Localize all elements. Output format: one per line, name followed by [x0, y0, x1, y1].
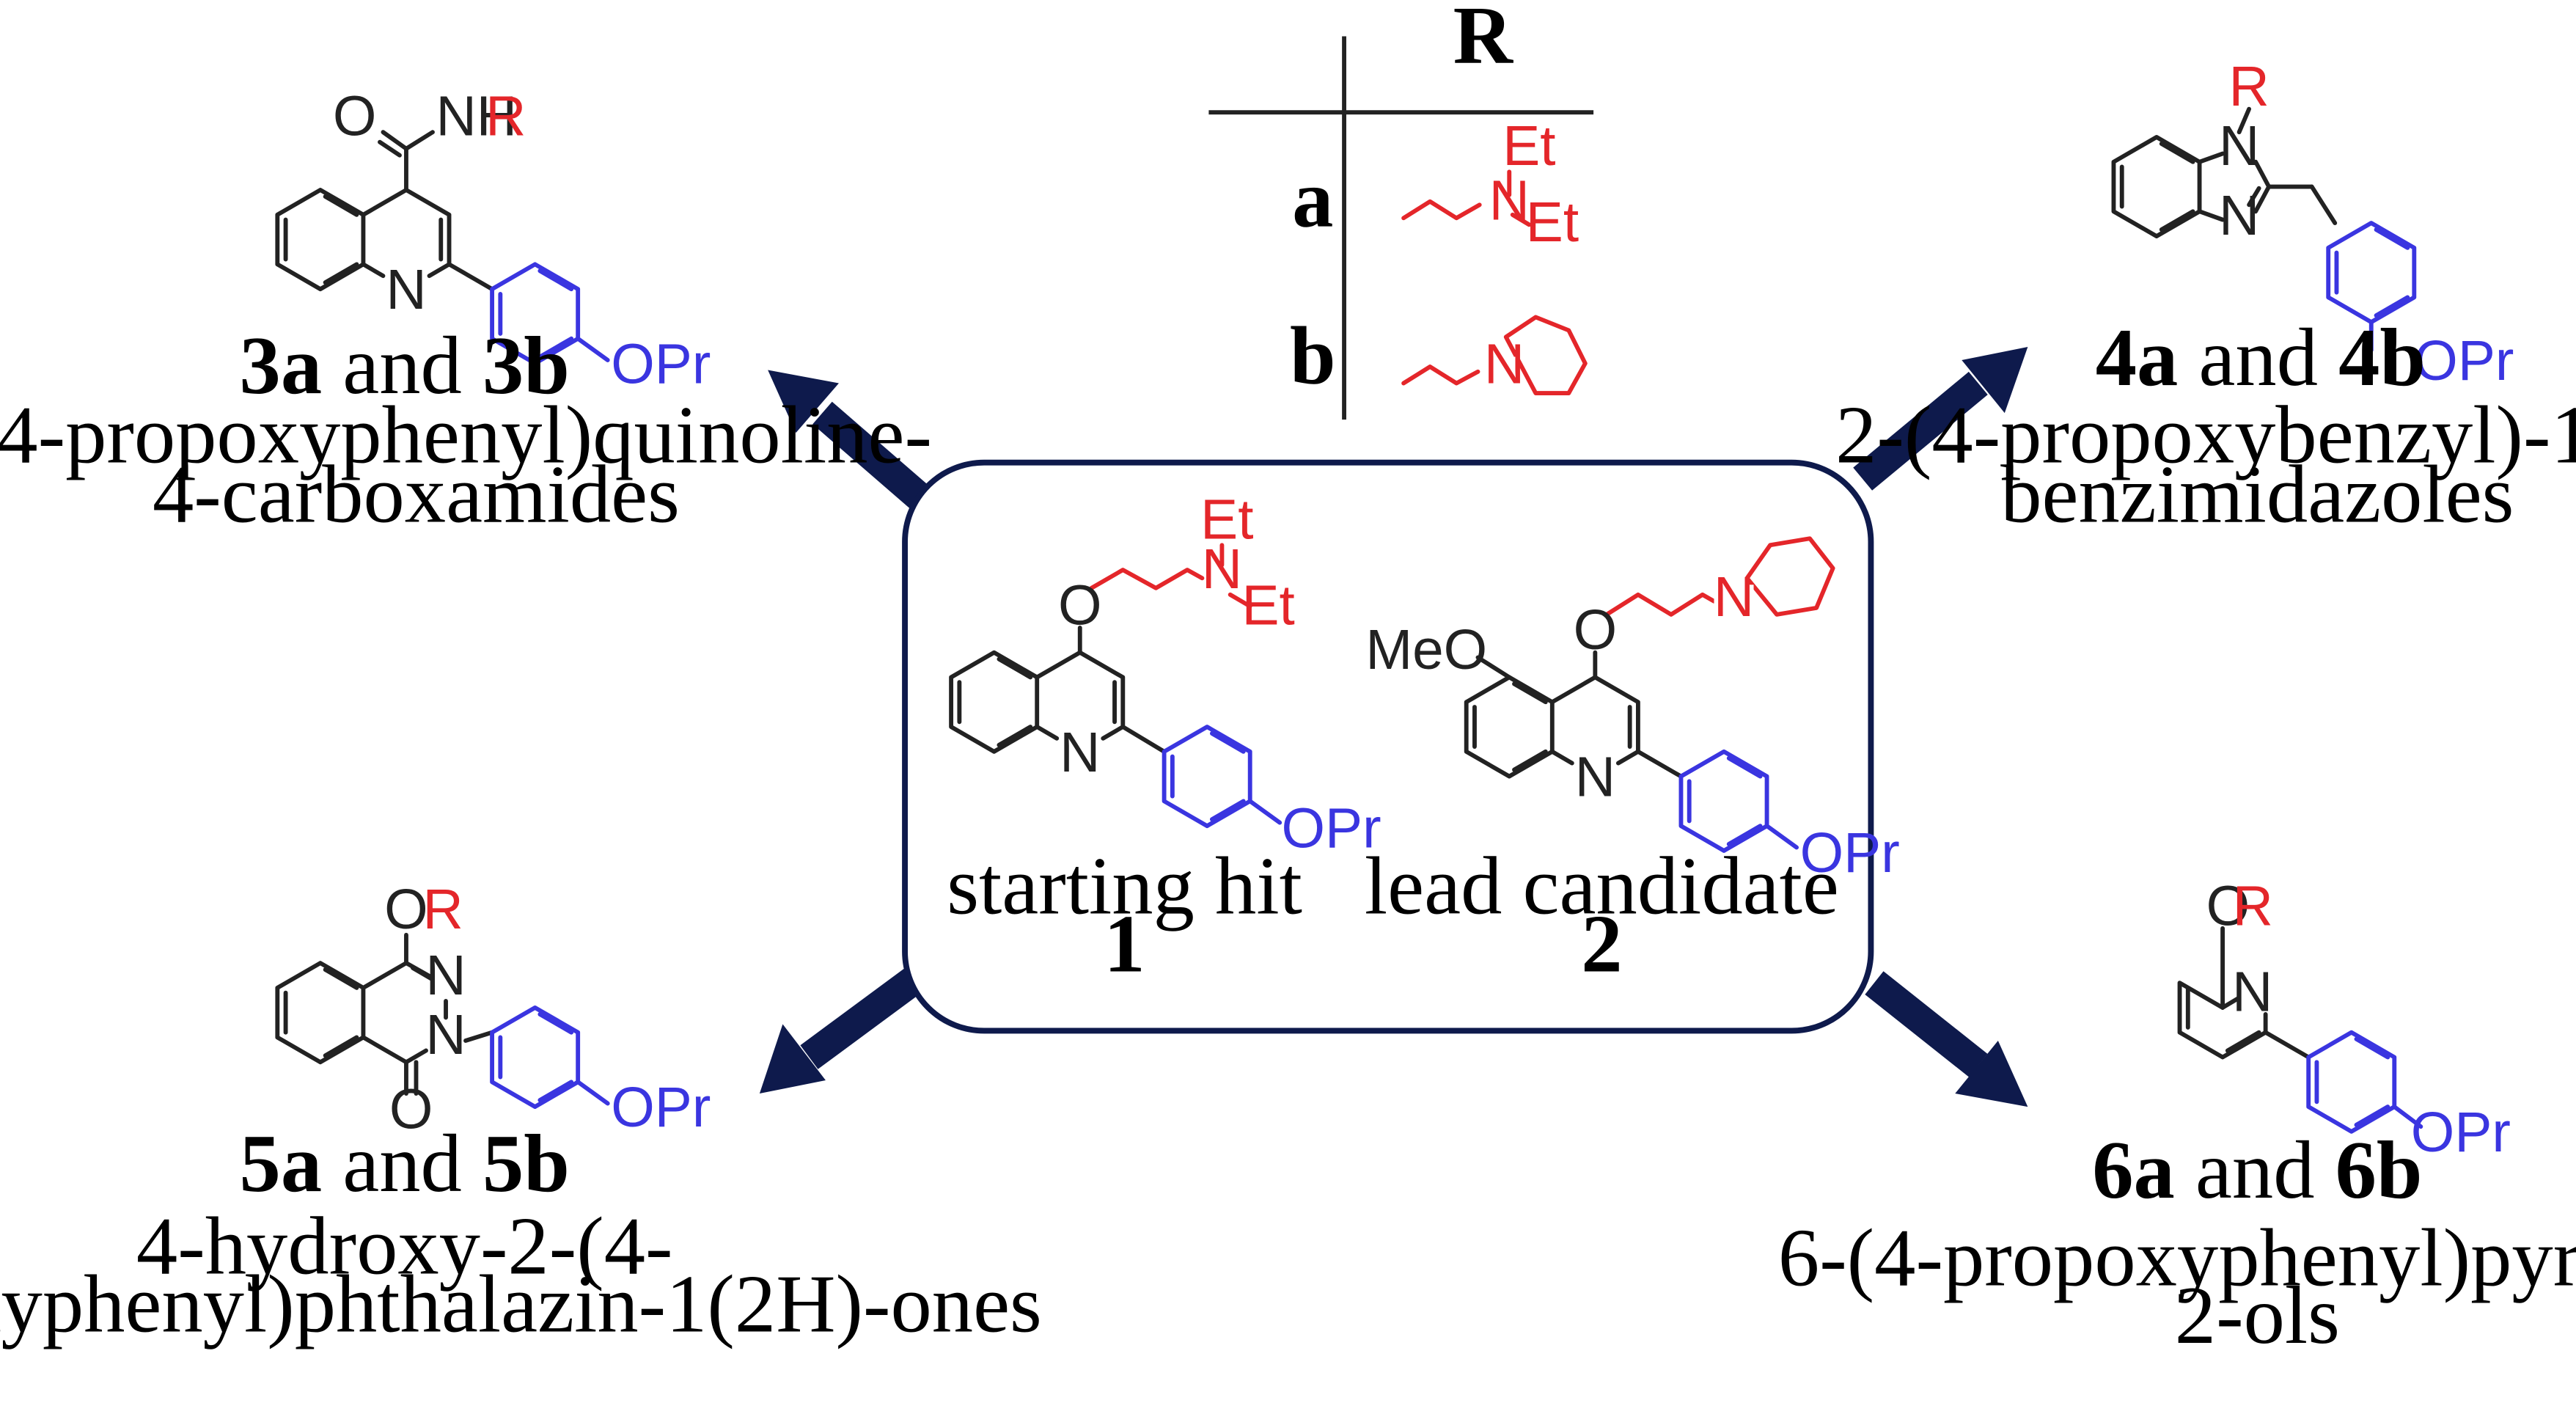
s4-n3: N — [2219, 185, 2259, 247]
r-a-ethyl-linker — [1401, 199, 1482, 221]
lead-ether-oxygen: O — [1574, 599, 1618, 662]
compound-1-starting-hit: O N N Et Et OPr starting hit 1 — [947, 488, 1381, 989]
s3-ring-nitrogen: N — [386, 259, 426, 321]
s3-description-line-2: 4-carboxamides — [153, 450, 680, 541]
compound-5-phthalazinone: O R N N O OPr 5a and 5b 4-hydroxy-2-(4- … — [0, 879, 1042, 1350]
s3-propoxy: OPr — [611, 334, 711, 396]
s3-pyridine-ring — [361, 188, 452, 279]
r-a-nitrogen: N — [1489, 170, 1530, 232]
hit-ring-nitrogen: N — [1060, 722, 1100, 784]
r-b-nitrogen: N — [1484, 334, 1524, 396]
r-row-a: a N Et Et — [1292, 115, 1579, 254]
r-a-ethyl-top: Et — [1502, 115, 1555, 177]
s6-ether-oxygen: O — [2206, 875, 2250, 937]
lead-ring-nitrogen: N — [1575, 747, 1615, 809]
s6-description-line-1: 6-(4-propoxyphenyl)pyridin- — [1778, 1212, 2576, 1303]
hit-amine-nitrogen: N — [1202, 538, 1242, 601]
compound-6-pyridinol: O R N OPr 6a and 6b 6-(4-propoxyphenyl)p… — [1778, 875, 2576, 1361]
hit-ethyl-1: Et — [1200, 488, 1253, 551]
s5-r-group: R — [422, 879, 463, 941]
s3-description-line-1: 2-(4-propoxyphenyl)quinoline- — [0, 390, 932, 481]
s6-propoxy: OPr — [2411, 1102, 2511, 1164]
lead-aminoethyl-chain — [1604, 592, 1717, 617]
arrow-to-4 — [1853, 346, 2028, 491]
s5-description-line-1: 4-hydroxy-2-(4- — [136, 1201, 673, 1292]
s3-benzo-ring — [275, 188, 366, 292]
s4-n1: N — [2219, 115, 2259, 177]
lead-methoxy: MeO — [1365, 619, 1487, 681]
s4-description-line-2: benzimidazoles — [2000, 450, 2514, 541]
lead-number: 2 — [1581, 898, 1622, 989]
s6-propoxyphenyl-ring — [2306, 1030, 2397, 1134]
arrow-to-6 — [1865, 971, 2028, 1107]
lead-propoxy: OPr — [1800, 822, 1900, 884]
r-a-bond-down — [1510, 212, 1532, 227]
s4-benzo-ring — [2111, 135, 2202, 239]
arrow-to-3 — [768, 370, 931, 510]
s4-label: 4a and 4b — [2096, 312, 2426, 403]
hit-propoxy: OPr — [1281, 797, 1381, 860]
s4-r-group: R — [2228, 56, 2269, 118]
center-panel — [902, 459, 1874, 1034]
s3-carbonyl-oxygen: O — [333, 86, 377, 148]
r-b-n-mask — [1486, 356, 1519, 390]
arrow-to-5 — [759, 966, 925, 1094]
s5-propoxy: OPr — [611, 1077, 711, 1139]
hit-number: 1 — [1104, 898, 1145, 989]
r-group-table: R a N Et Et b N — [1208, 0, 1594, 420]
r-b-ethyl-linker — [1401, 365, 1480, 386]
s6-description-line-2: 2-ols — [2175, 1270, 2340, 1361]
s3-amide-nh: NH — [436, 86, 518, 148]
s6-pyridine-ring — [2177, 981, 2268, 1060]
r-row-b: b N — [1290, 311, 1588, 402]
lead-name: lead candidate — [1365, 841, 1839, 932]
lead-pyridine-ring — [1549, 675, 1640, 766]
s5-description-line-2: propoxyphenyl)phthalazin-1(2H)-ones — [0, 1259, 1042, 1349]
hit-ether-oxygen: O — [1058, 574, 1102, 637]
hit-name: starting hit — [947, 841, 1302, 932]
r-row-b-label: b — [1290, 311, 1336, 402]
table-header-r: R — [1453, 0, 1514, 81]
compound-3-quinoline-carboxamide: O NH R N OPr 3a and 3b 2-(4-propoxypheny… — [0, 86, 932, 541]
s5-label: 5a and 5b — [240, 1118, 570, 1209]
hit-aminoethyl-chain — [1089, 568, 1205, 590]
r-a-ethyl-bottom: Et — [1526, 191, 1579, 254]
s5-n3: N — [425, 945, 466, 1007]
s3-label: 3a and 3b — [240, 320, 570, 411]
s6-ring-nitrogen: N — [2232, 961, 2272, 1023]
hit-ethyl-2: Et — [1241, 574, 1294, 637]
compound-2-lead-candidate: O N N MeO OPr lead candidate 2 — [1365, 536, 1900, 989]
s5-benzo-ring — [275, 961, 366, 1065]
s4-propoxyphenyl-ring — [2326, 221, 2417, 325]
hit-pyridine-ring — [1035, 650, 1126, 741]
s3-r-group: R — [485, 86, 526, 148]
lead-piperidine-ring — [1744, 536, 1835, 617]
s6-label: 6a and 6b — [2092, 1125, 2422, 1216]
s5-carbonyl-oxygen: O — [389, 1078, 433, 1140]
r-b-piperidine-ring — [1503, 315, 1588, 395]
s4-description-line-1: 2-(4-propoxybenzyl)-1H- — [1835, 390, 2576, 481]
compound-4-benzimidazole: N N R OPr 4a and 4b 2-(4-propoxybenzyl)-… — [1835, 56, 2576, 541]
s4-propoxy: OPr — [2414, 330, 2514, 392]
s5-n2: N — [425, 1004, 466, 1066]
lead-amine-nitrogen: N — [1714, 566, 1754, 629]
arrows — [759, 346, 2028, 1107]
s5-ether-oxygen: O — [384, 879, 428, 941]
r-row-a-label: a — [1292, 154, 1333, 245]
s6-r-group: R — [2233, 875, 2273, 937]
s5-propoxyphenyl-ring — [490, 1005, 581, 1109]
